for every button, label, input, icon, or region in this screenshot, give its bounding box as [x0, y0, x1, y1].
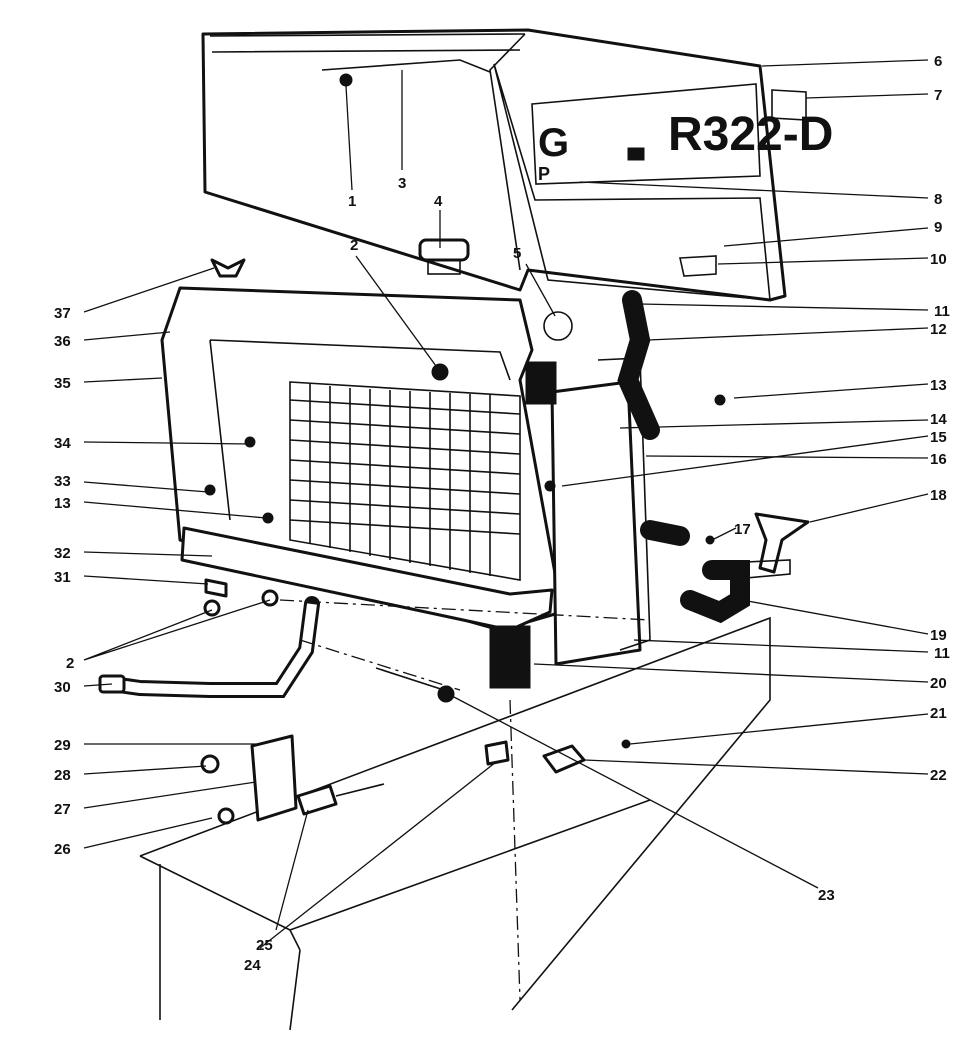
- callout-20: 20: [930, 675, 947, 692]
- callout-32: 32: [54, 545, 71, 562]
- callout-9: 9: [934, 219, 942, 236]
- long-bolt: [375, 667, 451, 693]
- callout-8: 8: [934, 191, 942, 208]
- callout-18: 18: [930, 487, 947, 504]
- callout-29: 29: [54, 737, 71, 754]
- bottom-rail: [180, 526, 554, 632]
- shroud-inner: [209, 339, 511, 521]
- callout-21: 21: [930, 705, 947, 722]
- latch-handle: [754, 512, 810, 574]
- hood-handle: [493, 63, 771, 301]
- callout-26: 26: [54, 841, 71, 858]
- decal-bottom-letter: P: [538, 164, 550, 184]
- side-panel: [597, 357, 651, 651]
- leader-lines: [83, 59, 929, 949]
- callout-3: 3: [398, 175, 406, 192]
- callout-34: 34: [54, 435, 71, 452]
- callout-35: 35: [54, 375, 71, 392]
- callout-13: 13: [930, 377, 947, 394]
- upper-hose: [617, 290, 660, 440]
- decal-sticker: [771, 89, 807, 121]
- filler-cap: [418, 238, 470, 275]
- radiator-assembly: [160, 238, 651, 666]
- mount-bracket: [542, 744, 586, 774]
- hood-side-edge: [489, 33, 526, 271]
- callout-11: 11: [934, 303, 950, 320]
- callout-33: 33: [54, 473, 71, 490]
- callout-11-lower: 11: [934, 645, 950, 662]
- callout-12: 12: [930, 321, 947, 338]
- callout-19: 19: [930, 627, 947, 644]
- callout-10: 10: [930, 251, 947, 268]
- decal-model-text: R322-D: [668, 108, 833, 161]
- callout-22: 22: [930, 767, 947, 784]
- callout-28: 28: [54, 767, 71, 784]
- decal-left-letter: G: [538, 121, 569, 165]
- side-bracket: [550, 380, 642, 666]
- connector-block: [250, 734, 298, 822]
- callout-37: 37: [54, 305, 71, 322]
- hose-clamp: [543, 311, 573, 341]
- hood-assembly: G R322-D P: [201, 28, 833, 302]
- base-frame: [139, 616, 771, 1031]
- callout-2-lower: 2: [66, 655, 74, 672]
- hood-screw: [339, 73, 353, 87]
- callout-23: 23: [818, 887, 835, 904]
- callouts: 1 2 3 4 5 6 7 8 9 10 11 12 13 14 15 16 1…: [54, 53, 950, 974]
- callout-7: 7: [934, 87, 942, 104]
- callout-30: 30: [54, 679, 71, 696]
- hood-top-flange: [209, 33, 526, 53]
- callout-4: 4: [434, 193, 443, 210]
- callout-16: 16: [930, 451, 947, 468]
- foam-pad: [525, 361, 557, 405]
- callout-14: 14: [930, 411, 947, 428]
- callout-1: 1: [348, 193, 356, 210]
- callout-31: 31: [54, 569, 71, 586]
- callout-13-lower: 13: [54, 495, 71, 512]
- nut: [203, 599, 221, 617]
- callout-36: 36: [54, 333, 71, 350]
- callout-5: 5: [513, 245, 521, 262]
- latch-plate: [679, 255, 717, 277]
- lower-hose: [640, 520, 750, 624]
- callout-27: 27: [54, 801, 71, 818]
- base-assembly: [139, 394, 810, 1031]
- hood-panel: [201, 28, 787, 302]
- callout-6: 6: [934, 53, 942, 70]
- callout-17: 17: [734, 521, 751, 538]
- callout-24: 24: [244, 957, 261, 974]
- drain-hose: [104, 596, 320, 698]
- callout-25: 25: [256, 937, 273, 954]
- wing-nut: [210, 258, 246, 278]
- callout-2: 2: [350, 237, 358, 254]
- callout-15: 15: [930, 429, 947, 446]
- radiator-core: [289, 381, 521, 581]
- radiator-bolt: [431, 363, 449, 381]
